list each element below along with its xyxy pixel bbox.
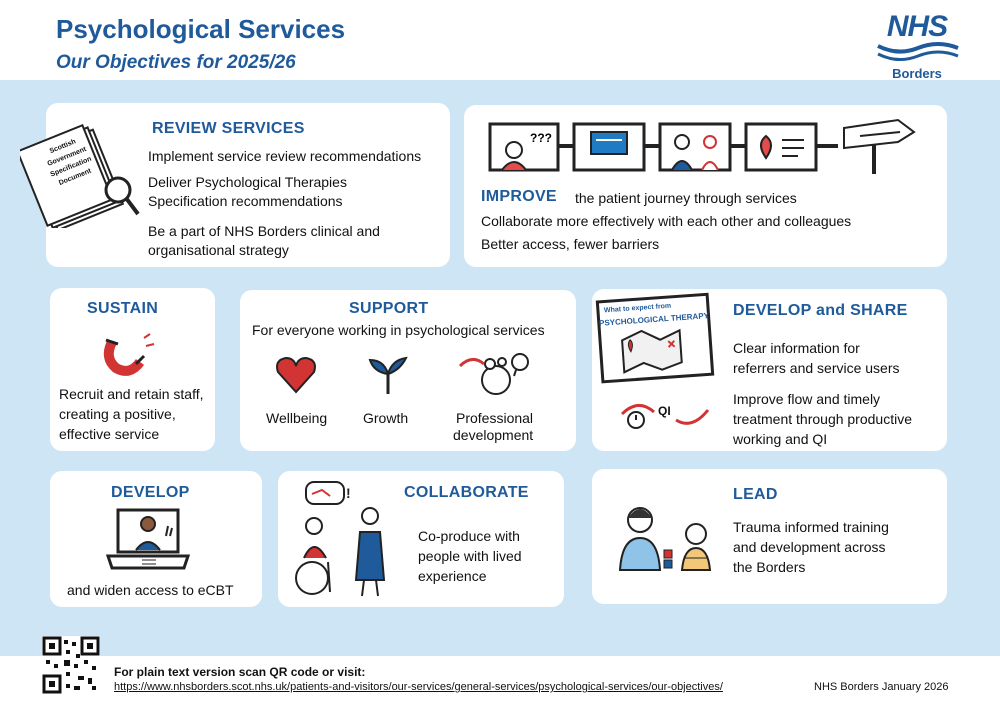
page-title: Psychological Services	[56, 14, 346, 44]
review-services-heading: REVIEW SERVICES	[152, 120, 305, 137]
collaborate-heading: COLLABORATE	[404, 484, 529, 501]
sustain-line: effective service	[59, 426, 160, 442]
svg-text:???: ???	[530, 131, 552, 145]
lead-card	[592, 469, 947, 604]
plain-text-notice: For plain text version scan QR code or v…	[114, 665, 366, 679]
information-sign-icon	[595, 292, 715, 384]
improve-heading: IMPROVE	[481, 188, 557, 205]
people-collaborating-icon: !	[295, 481, 386, 597]
objectives-url-link[interactable]: https://www.nhsborders.scot.nhs.uk/patie…	[114, 681, 723, 693]
lead-line: Trauma informed training	[733, 519, 889, 535]
review-line: organisational strategy	[148, 242, 289, 258]
develop-share-line: working and QI	[733, 431, 828, 447]
develop-share-line: Improve flow and timely	[733, 391, 881, 407]
lead-heading: LEAD	[733, 486, 778, 503]
lead-line: and development across	[733, 539, 886, 555]
magnet-icon	[103, 333, 155, 376]
support-item: Growth	[363, 410, 409, 426]
improve-heading-rest: the patient journey through services	[575, 190, 797, 206]
sustain-heading: SUSTAIN	[87, 300, 159, 317]
collaborate-line: people with lived	[418, 548, 522, 564]
logo-sub: Borders	[892, 66, 942, 81]
develop-share-line: referrers and service users	[733, 360, 900, 376]
qr-code[interactable]	[42, 636, 100, 694]
wave-icon	[877, 42, 959, 61]
header	[0, 0, 1000, 80]
nhs-borders-logo: NHS Borders	[874, 12, 960, 81]
sustain-line: Recruit and retain staff,	[59, 386, 204, 402]
improve-line: Better access, fewer barriers	[481, 236, 660, 252]
collaborate-line: experience	[418, 568, 487, 584]
collaborate-line: Co-produce with	[418, 528, 520, 544]
stopwatch-qi-icon	[620, 404, 710, 429]
support-intro: For everyone working in psychological se…	[252, 322, 545, 338]
support-item: Professional	[456, 410, 534, 426]
footer-date: NHS Borders January 2026	[814, 681, 949, 693]
patient-journey-icon: ???	[488, 118, 916, 174]
support-heading: SUPPORT	[349, 300, 429, 317]
develop-share-line: treatment through productive	[733, 411, 912, 427]
review-line: Deliver Psychological Therapies	[148, 174, 347, 190]
laptop-video-call-icon	[105, 508, 191, 570]
develop-share-line: Clear information for	[733, 340, 860, 356]
support-item: development	[453, 427, 534, 443]
heart-icon	[276, 356, 316, 394]
document-magnifier-icon	[20, 123, 140, 228]
develop-line: and widen access to eCBT	[67, 582, 234, 598]
adult-child-icon	[618, 507, 712, 571]
sprout-icon	[368, 356, 408, 394]
review-line: Implement service review recommendations	[148, 148, 422, 164]
page-subtitle: Our Objectives for 2025/26	[56, 52, 296, 73]
lead-line: the Borders	[733, 559, 806, 575]
qi-label: QI	[658, 404, 671, 418]
review-line: Be a part of NHS Borders clinical and	[148, 223, 380, 239]
professional-development-icon	[458, 353, 529, 395]
sustain-line: creating a positive,	[59, 406, 176, 422]
logo-text: NHS	[886, 10, 948, 43]
review-line: Specification recommendations	[148, 193, 343, 209]
footer	[0, 656, 1000, 707]
develop-heading: DEVELOP	[111, 484, 190, 501]
develop-share-heading: DEVELOP and SHARE	[733, 302, 908, 319]
support-item: Wellbeing	[266, 410, 328, 426]
improve-line: Collaborate more effectively with each o…	[481, 213, 852, 229]
svg-text:!: !	[346, 485, 351, 501]
